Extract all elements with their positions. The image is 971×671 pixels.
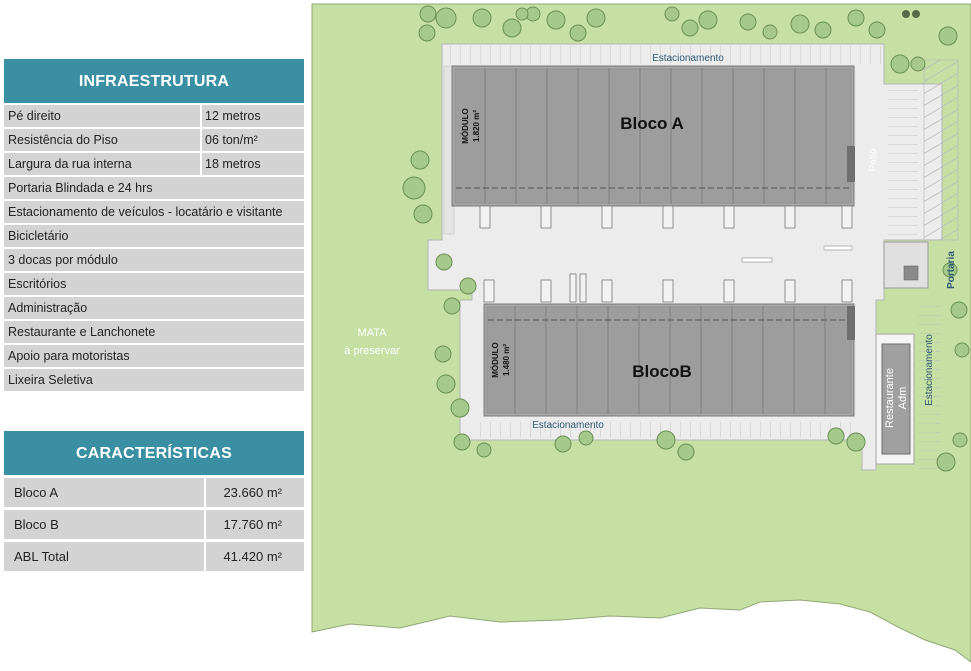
docks-bloco-b [483,273,853,303]
table-row: Pé direito 12 metros [4,105,304,127]
caracteristicas-table: CARACTERÍSTICAS Bloco A 23.660 m² Bloco … [4,431,304,571]
estacionamento-right-label: Estacionamento [924,334,935,406]
tree-dark [902,10,920,18]
row-label: Restaurante e Lanchonete [8,325,156,339]
row-label: Apoio para motoristas [8,349,130,363]
table-row: 3 docas por módulo [4,249,304,271]
portaria-building [883,241,929,289]
modulo-b-line1: MÓDULO [491,342,500,378]
patio-label: Pátio [868,148,879,171]
table-row: Apoio para motoristas [4,345,304,367]
bloco-a-building [451,65,855,207]
modulo-b-line2: 1.480 m² [502,344,511,376]
row-value: 06 ton/m² [200,129,304,151]
parking-right [918,300,940,470]
site-plan-map: MATA à preservar Bloco A BlocoB MÓDULO 1… [311,3,971,663]
row-label: Lixeira Seletiva [8,373,93,387]
table-row: Restaurante e Lanchonete [4,321,304,343]
table-row: Largura da rua interna 18 metros [4,153,304,175]
row-value: 18 metros [200,153,304,175]
road-markings [741,245,853,263]
parking-patio [888,84,918,240]
estacionamento-bottom-label: Estacionamento [532,420,604,431]
modulo-a-line2: 1.820 m² [472,110,481,142]
table-row: Bloco B 17.760 m² [4,510,304,539]
row-label: Portaria Blindada e 24 hrs [8,181,153,195]
table-row: ABL Total 41.420 m² [4,542,304,571]
row-label: Escritórios [8,277,67,291]
bloco-a-label: Bloco A [620,114,684,133]
row-label: Pé direito [8,109,61,123]
adm-label: Adm [897,387,909,410]
bloco-b-label: BlocoB [632,362,692,381]
restaurante-label: Restaurante [884,368,896,428]
estacionamento-top-label: Estacionamento [652,53,724,64]
row-label: Estacionamento de veículos - locatário e… [8,205,283,219]
bloco-b-building [483,303,855,417]
restaurante-adm-area [875,333,915,465]
table-row: Lixeira Seletiva [4,369,304,391]
infraestrutura-title: INFRAESTRUTURA [4,59,304,103]
table-row: Bicicletário [4,225,304,247]
row-label: Bloco B [14,517,59,532]
docks-bloco-a [479,205,853,229]
table-row: Resistência do Piso 06 ton/m² [4,129,304,151]
mata-label-line2: à preservar [344,345,400,357]
table-row: Portaria Blindada e 24 hrs [4,177,304,199]
row-label: 3 docas por módulo [8,253,118,267]
trees [402,5,970,472]
parking-diagonal [923,59,959,241]
table-row: Estacionamento de veículos - locatário e… [4,201,304,223]
row-label: Largura da rua interna [8,157,132,171]
row-label: Bloco A [14,485,59,500]
row-label: Resistência do Piso [8,133,118,147]
row-label: Administração [8,301,88,315]
parking-bottom [472,422,860,438]
infraestrutura-table: INFRAESTRUTURA Pé direito 12 metros Resi… [4,59,304,391]
parking-top [445,46,881,64]
row-value: 12 metros [200,105,304,127]
portaria-label: Portaria [946,251,957,289]
row-label: ABL Total [14,549,69,564]
row-value: 17.760 m² [204,510,304,539]
table-row: Bloco A 23.660 m² [4,478,304,507]
mata-label-line1: MATA [358,327,388,339]
caracteristicas-title: CARACTERÍSTICAS [4,431,304,475]
table-row: Administração [4,297,304,319]
row-value: 41.420 m² [204,542,304,571]
row-label: Bicicletário [8,229,69,243]
row-value: 23.660 m² [204,478,304,507]
table-row: Escritórios [4,273,304,295]
modulo-a-line1: MÓDULO [461,108,470,144]
